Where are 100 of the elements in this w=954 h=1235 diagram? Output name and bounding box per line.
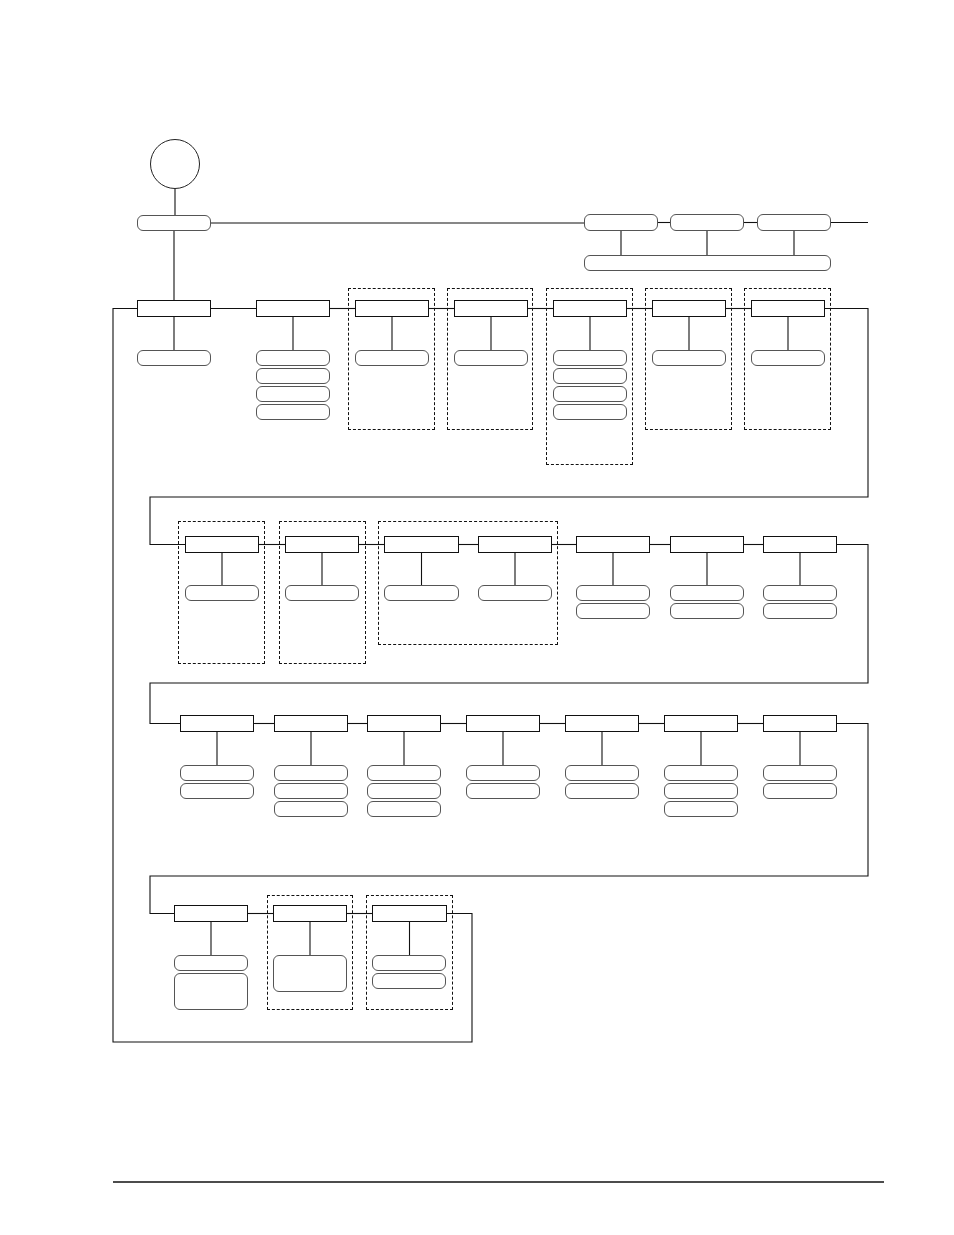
- connector-line: [793, 230, 795, 256]
- option-box: [384, 585, 459, 601]
- option-box: [137, 350, 211, 366]
- connector-line: [149, 722, 869, 915]
- option-box: [763, 765, 837, 781]
- connector-line: [638, 722, 665, 725]
- menu-box: [285, 536, 359, 553]
- menu-box: [751, 300, 825, 317]
- menu-box: [367, 715, 441, 732]
- dashed-group-frame: [645, 288, 732, 430]
- connector-line: [502, 731, 504, 766]
- menu-box: [274, 715, 348, 732]
- dashed-group-frame: [447, 288, 533, 430]
- option-box: [553, 368, 627, 384]
- connector-line: [420, 552, 423, 586]
- connector-line: [527, 307, 554, 310]
- option-box: [466, 783, 540, 799]
- option-box: [664, 765, 738, 781]
- dashed-group-frame: [267, 895, 353, 1010]
- menu-box: [180, 715, 254, 732]
- connector-line: [725, 307, 752, 310]
- connector-line: [321, 552, 323, 586]
- connector-line: [620, 230, 622, 256]
- connector-line: [700, 731, 702, 766]
- option-box: [274, 801, 348, 817]
- dashed-group-frame: [546, 288, 633, 465]
- option-box: [763, 783, 837, 799]
- option-box: [285, 585, 359, 601]
- menu-box: [174, 905, 248, 922]
- option-box: [256, 404, 330, 420]
- connector-line: [391, 316, 393, 351]
- option-box: [274, 765, 348, 781]
- connector-line: [626, 307, 653, 310]
- connector-line: [221, 552, 223, 586]
- connector-line: [830, 221, 869, 224]
- connector-line: [112, 307, 473, 1043]
- option-box: [256, 350, 330, 366]
- connector-line: [787, 316, 789, 351]
- connector-line: [589, 316, 591, 351]
- option-box: [367, 765, 441, 781]
- option-box: [584, 255, 831, 271]
- connector-line: [258, 543, 286, 546]
- option-box: [478, 585, 552, 601]
- connector-line: [403, 731, 405, 766]
- menu-box: [553, 300, 627, 317]
- option-box: [763, 603, 837, 619]
- menu-box: [670, 536, 744, 553]
- connector-line: [514, 552, 516, 586]
- connector-line: [706, 230, 708, 256]
- option-box: [553, 350, 627, 366]
- option-box: [256, 386, 330, 402]
- connector-line: [706, 552, 708, 586]
- connector-line: [149, 307, 869, 546]
- connector-line: [737, 722, 764, 725]
- dashed-group-frame: [279, 521, 366, 664]
- connector-line: [329, 307, 356, 310]
- option-box: [553, 386, 627, 402]
- option-box: [372, 955, 446, 971]
- dashed-group-frame: [378, 521, 558, 645]
- connector-line: [551, 543, 577, 546]
- connector-line: [174, 188, 176, 216]
- menu-box: [454, 300, 528, 317]
- connector-line: [799, 731, 801, 766]
- option-box: [565, 783, 639, 799]
- connector-line: [347, 722, 368, 725]
- option-box: [670, 585, 744, 601]
- menu-box: [185, 536, 259, 553]
- connector-line: [210, 921, 212, 956]
- option-box: [256, 368, 330, 384]
- option-box: [454, 350, 528, 366]
- dashed-group-frame: [366, 895, 453, 1010]
- dashed-group-frame: [348, 288, 435, 430]
- option-box: [576, 603, 650, 619]
- menu-box: [478, 536, 552, 553]
- connector-line: [309, 921, 311, 956]
- menu-box: [664, 715, 738, 732]
- option-box: [372, 973, 446, 989]
- connector-line: [688, 316, 690, 351]
- option-box: [652, 350, 726, 366]
- connector-line: [799, 552, 801, 586]
- option-box: [273, 955, 347, 992]
- option-box: [185, 585, 259, 601]
- option-box: [664, 783, 738, 799]
- connector-line: [210, 222, 585, 224]
- menu-box: [763, 536, 837, 553]
- option-box: [174, 973, 248, 1010]
- connector-line: [216, 731, 218, 766]
- connector-line: [173, 230, 175, 301]
- option-box: [466, 765, 540, 781]
- dashed-group-frame: [744, 288, 831, 430]
- connector-line: [539, 722, 566, 725]
- menu-box: [763, 715, 837, 732]
- option-box: [274, 783, 348, 799]
- connector-line: [440, 722, 467, 725]
- connector-line: [428, 307, 455, 310]
- connector-line: [358, 543, 385, 546]
- menu-box: [652, 300, 726, 317]
- dashed-group-frame: [178, 521, 265, 664]
- connector-line: [210, 307, 257, 310]
- option-box: [757, 214, 831, 231]
